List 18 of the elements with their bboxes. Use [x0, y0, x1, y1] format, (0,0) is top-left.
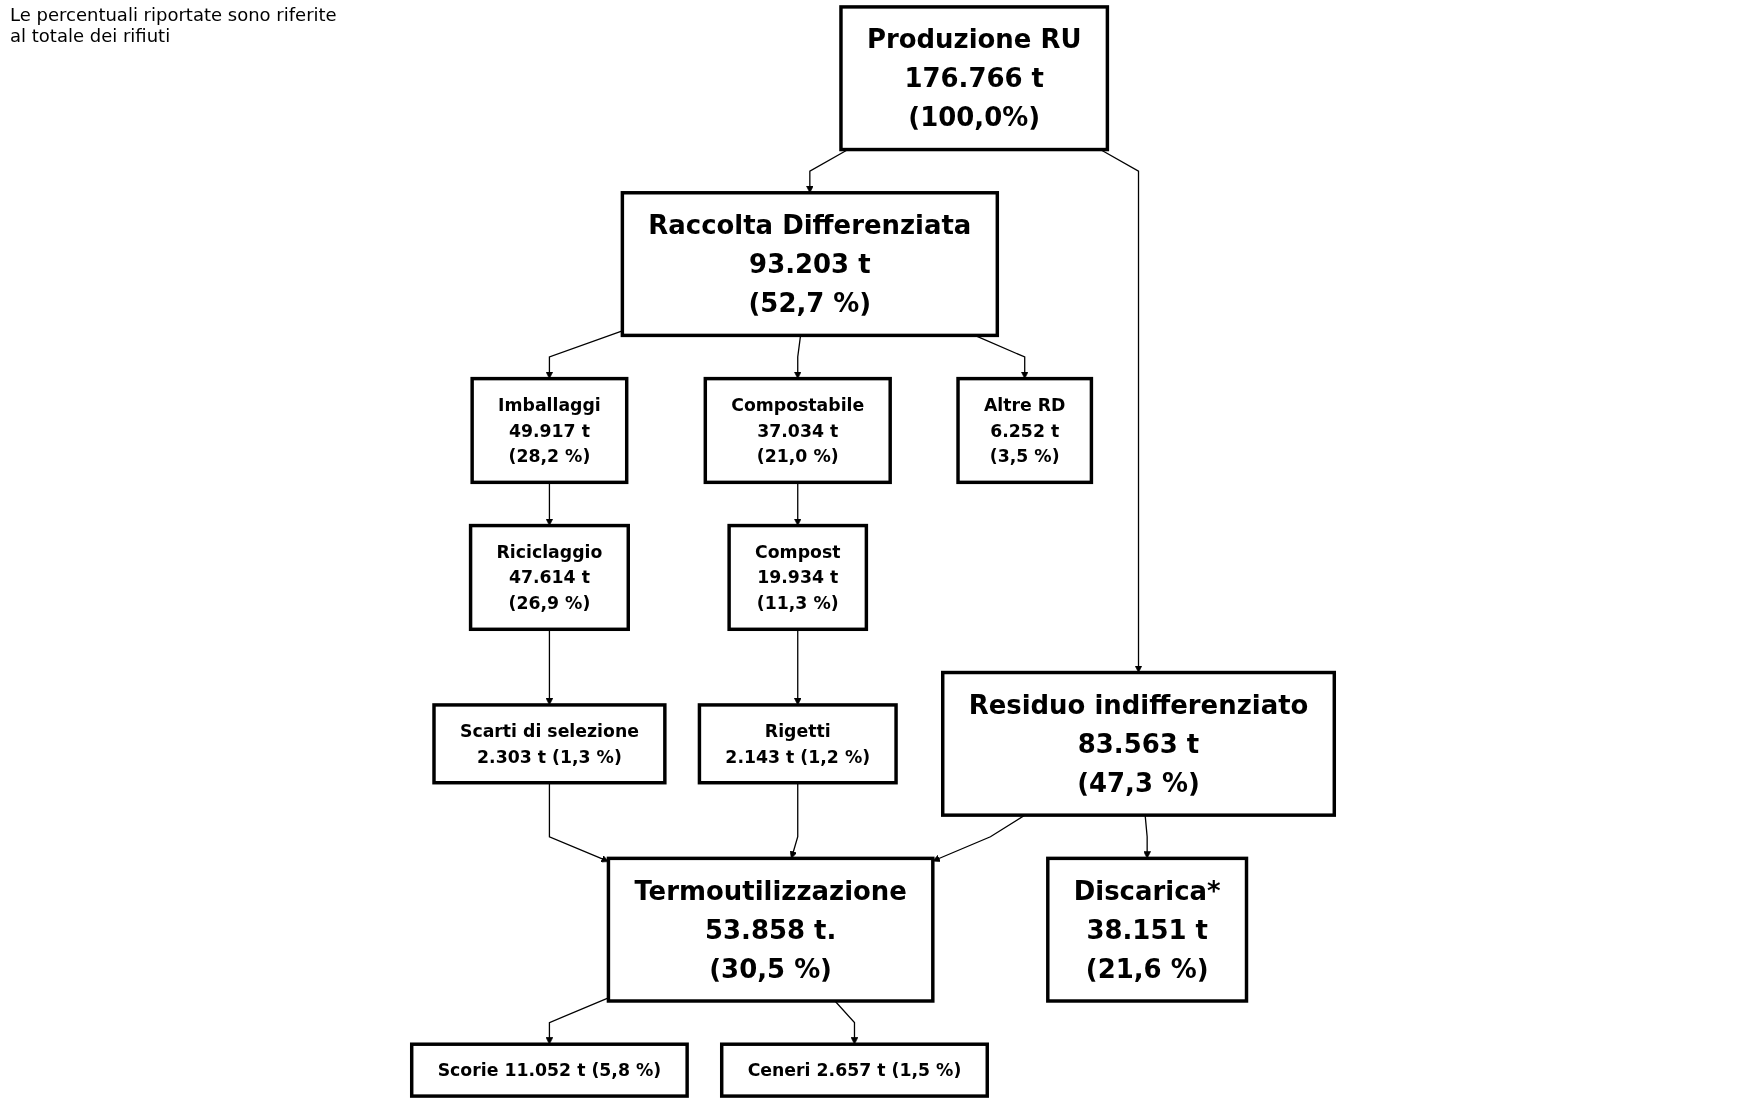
- node-box: Scarti di selezione 2.303 t (1,3 %): [432, 703, 667, 785]
- node-box: Compostabile 37.034 t (21,0 %): [703, 376, 892, 485]
- node-box: Imballaggi 49.917 t (28,2 %): [470, 376, 629, 485]
- arrow: [545, 997, 610, 1045]
- node-box: Discarica* 38.151 t (21,6 %): [1046, 856, 1249, 1003]
- node-box: Ceneri 2.657 t (1,5 %): [720, 1042, 989, 1098]
- arrow: [548, 782, 609, 863]
- node-box: Riciclaggio 47.614 t (26,9 %): [468, 523, 630, 632]
- node-box: Rigetti 2.143 t (1,2 %): [697, 703, 898, 785]
- node-box: Compost 19.934 t (11,3 %): [727, 523, 869, 632]
- note-text: Le percentuali riportate sono riferite al totale dei rifiuti: [10, 4, 338, 46]
- node-box: Produzione RU 176.766 t (100,0%): [839, 5, 1110, 152]
- node-box: Altre RD 6.252 t (3,5 %): [956, 376, 1094, 485]
- node-box: Scorie 11.052 t (5,8 %): [409, 1042, 689, 1098]
- node-box: Residuo indifferenziato 83.563 t (47,3 %): [941, 670, 1336, 817]
- node-box: Raccolta Differenziata 93.203 t (52,7 %): [620, 191, 1000, 338]
- arrow: [789, 782, 799, 859]
- node-box: Termoutilizzazione 53.858 t. (30,5 %): [606, 856, 935, 1003]
